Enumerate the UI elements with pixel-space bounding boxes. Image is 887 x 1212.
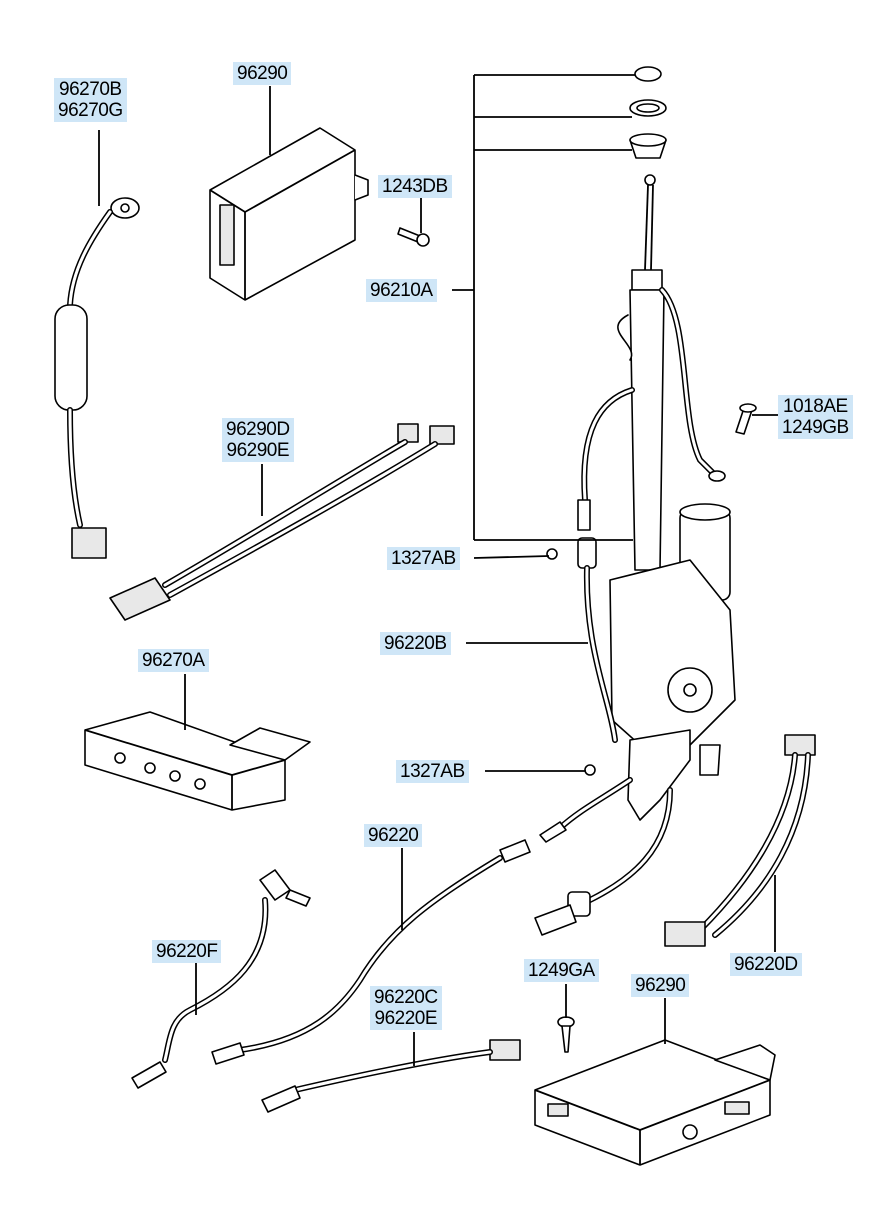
label-antenna-assembly[interactable]: 96210A (366, 279, 437, 302)
label-harness-96220d[interactable]: 96220D (730, 953, 802, 976)
part-number: 96220B (384, 633, 447, 654)
label-cable-96220c[interactable]: 96220C 96220E (370, 986, 442, 1030)
label-bracket-96220b[interactable]: 96220B (380, 632, 451, 655)
part-number: 96220E (374, 1008, 438, 1029)
label-amp-96270a[interactable]: 96270A (138, 649, 209, 672)
part-number: 96220 (368, 825, 419, 846)
part-number: 96220D (734, 954, 798, 975)
amplifier-96270a-part (84, 711, 311, 811)
wire-harness-96290d-part (109, 423, 455, 621)
part-number: 96290 (635, 975, 686, 996)
part-number: 1249GB (782, 417, 849, 438)
part-number: 96270G (58, 100, 123, 121)
antenna-mast-part (577, 174, 736, 776)
part-number: 1243DB (382, 176, 448, 197)
part-number: 96290D (226, 419, 290, 440)
label-harness-96290d[interactable]: 96290D 96290E (222, 418, 294, 462)
part-number: 1327AB (391, 548, 456, 569)
label-module-bottom[interactable]: 96290 (631, 974, 690, 997)
label-module-top[interactable]: 96290 (233, 62, 292, 85)
part-number: 96220F (156, 941, 218, 962)
feeder-cable-part (534, 537, 691, 936)
part-number: 1327AB (400, 761, 465, 782)
part-number: 96270A (142, 650, 205, 671)
screw-1249ga-part (557, 1016, 575, 1053)
antenna-caps-part (629, 66, 667, 159)
screw-1243db-part (397, 227, 430, 247)
leader-lines (98, 74, 778, 1066)
label-screw-1243db[interactable]: 1243DB (378, 175, 452, 198)
part-number: 96270B (59, 79, 122, 100)
ground-strap-part (54, 197, 140, 559)
screw-1018ae-part (735, 403, 757, 435)
control-module-bottom-part (534, 1039, 776, 1166)
part-number: 96220C (374, 987, 438, 1008)
part-number: 1018AE (783, 396, 848, 417)
label-cable-96220f[interactable]: 96220F (152, 940, 222, 963)
label-nut-lower[interactable]: 1327AB (396, 760, 469, 783)
cable-96220c-part (261, 1039, 521, 1113)
part-number: 96290 (237, 63, 288, 84)
cable-96220f-part (131, 869, 311, 1089)
control-module-top-part (209, 127, 369, 301)
label-ground-strap[interactable]: 96270B 96270G (54, 78, 127, 122)
harness-96220d-part (664, 734, 816, 947)
part-number: 1249GA (528, 960, 595, 981)
label-screw-1018ae[interactable]: 1018AE 1249GB (778, 395, 853, 439)
part-number: 96210A (370, 280, 433, 301)
label-screw-1249ga[interactable]: 1249GA (524, 959, 599, 982)
part-number: 96290E (226, 440, 290, 461)
label-nut-upper[interactable]: 1327AB (387, 547, 460, 570)
extension-cable-96220-part (211, 839, 531, 1065)
label-feeder-96220[interactable]: 96220 (364, 824, 423, 847)
